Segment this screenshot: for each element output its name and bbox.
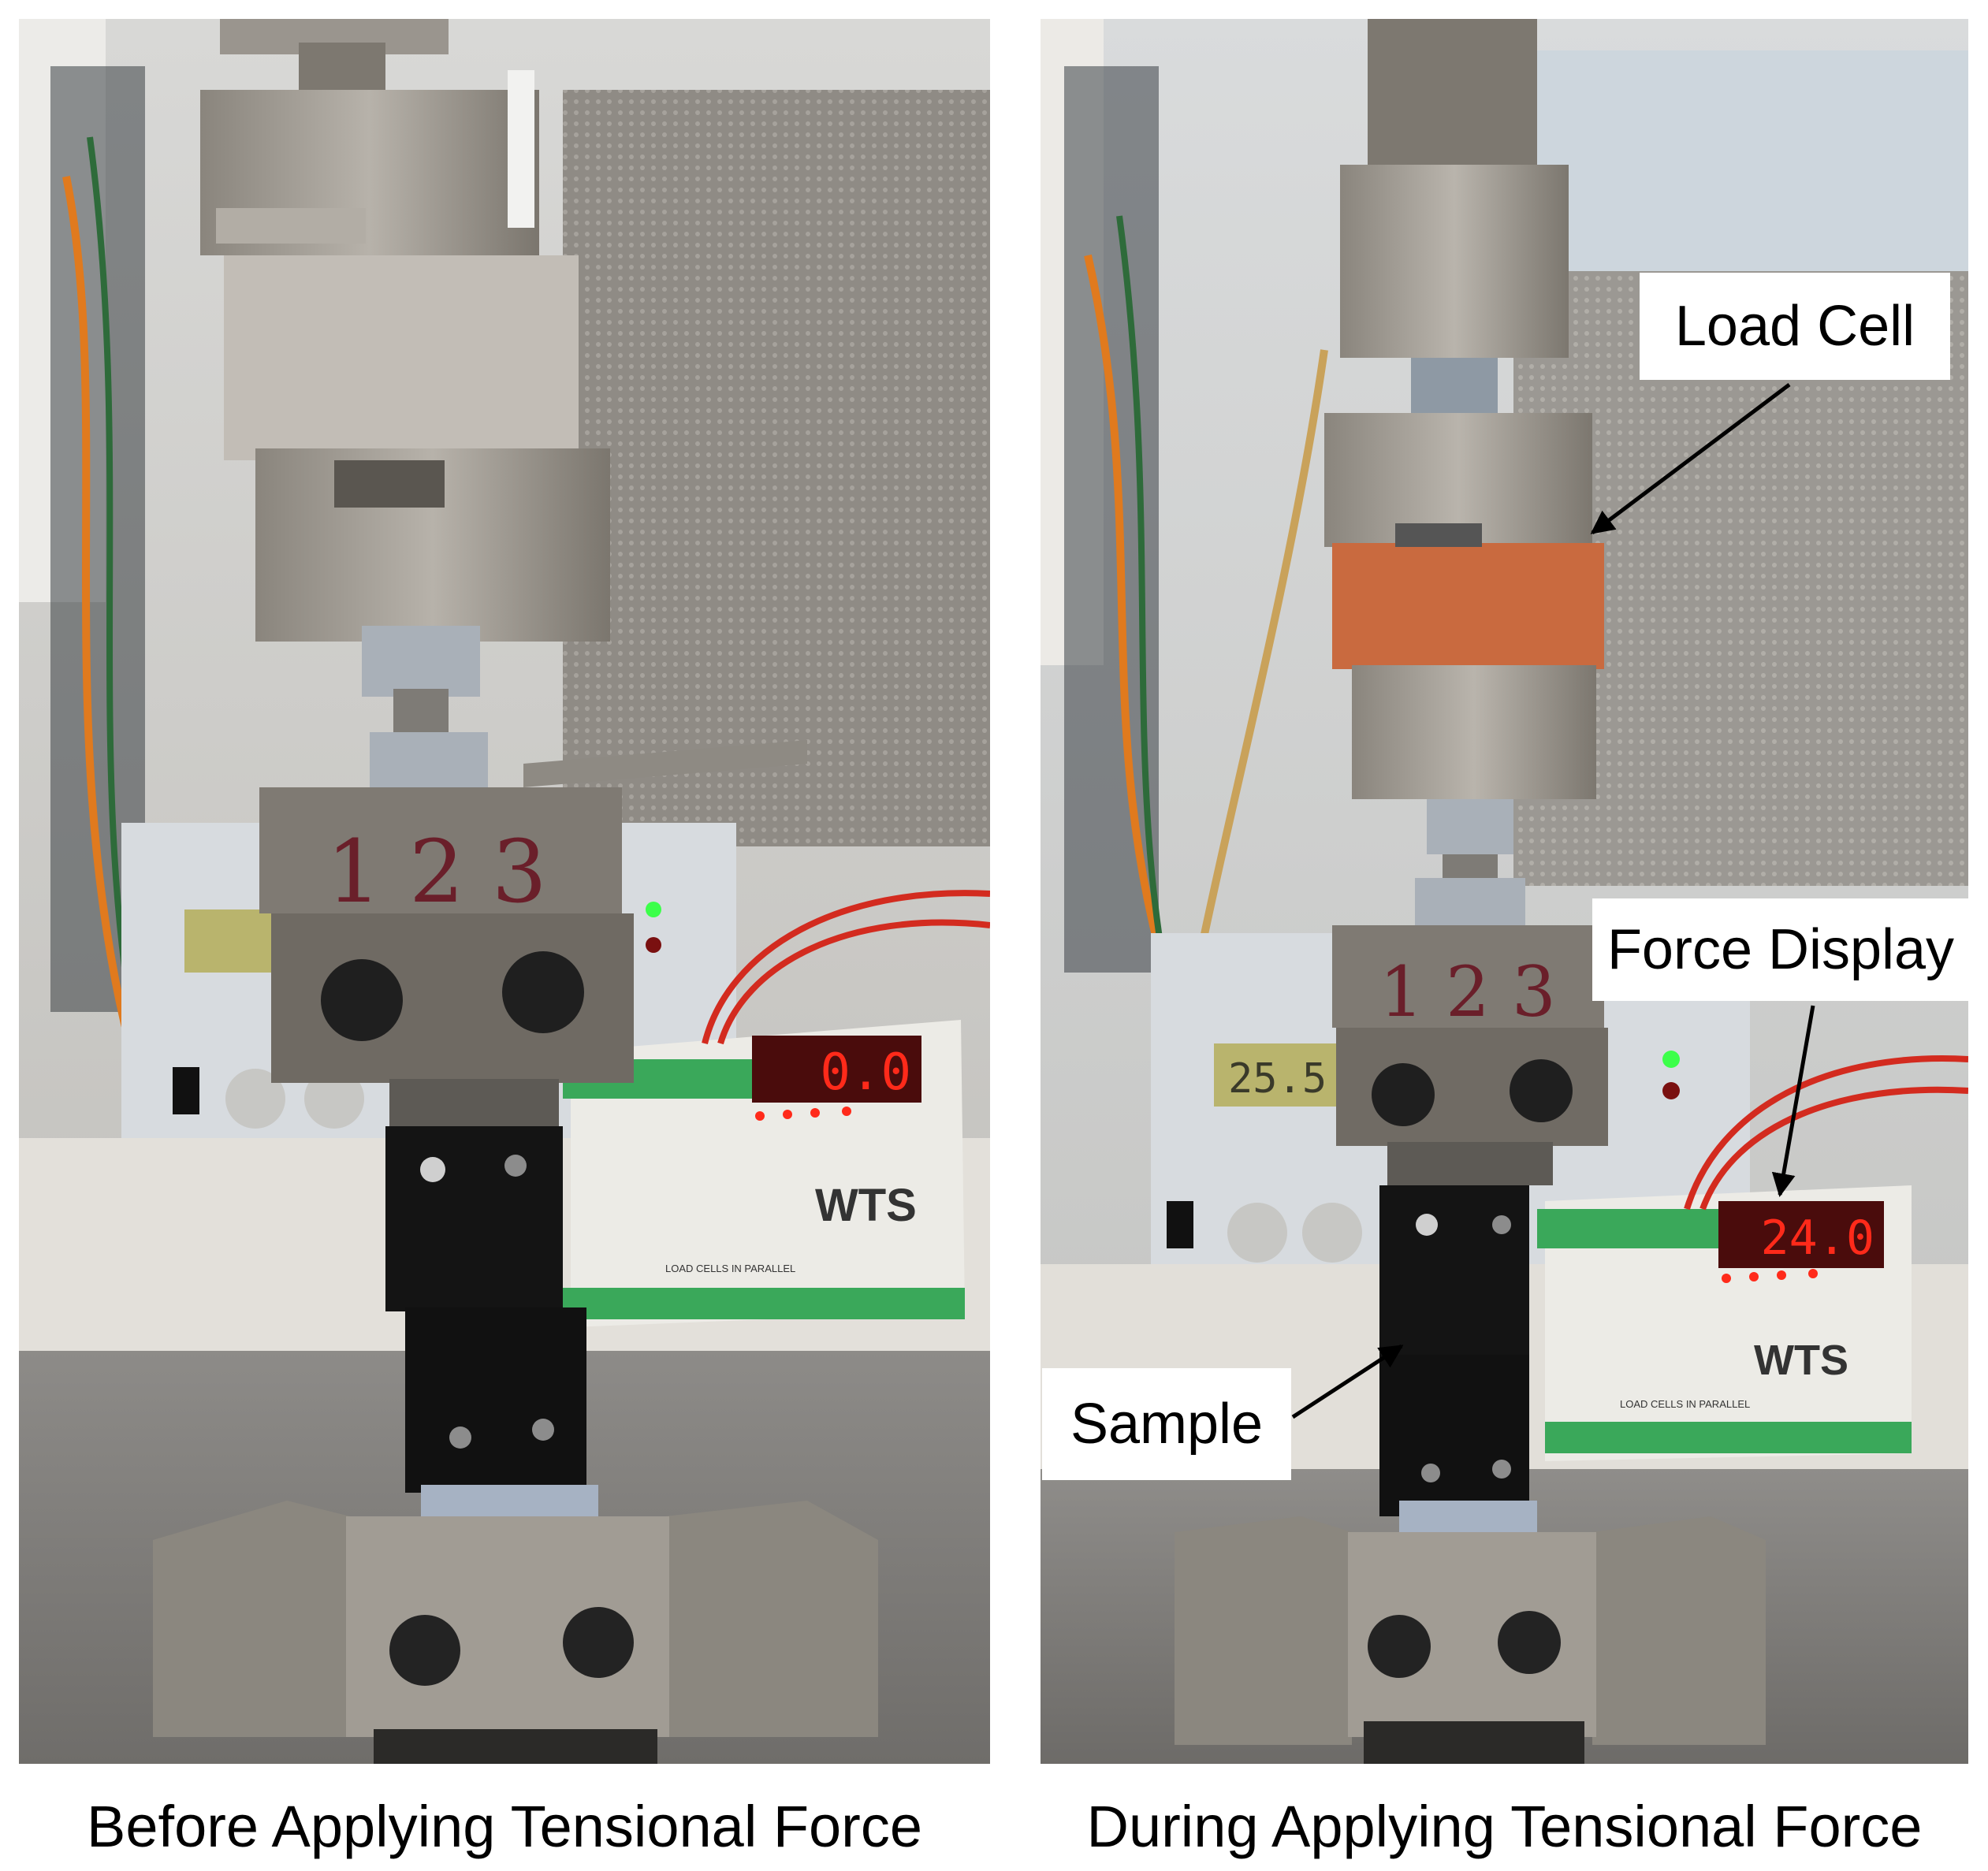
force-display-callout: Force Display [1592, 898, 1969, 1001]
power-supply-reading: 25.5 [1228, 1055, 1327, 1103]
caption-before: Before Applying Tensional Force [87, 1793, 922, 1859]
bottom-fixture-left [153, 1501, 878, 1764]
load-cell-right [1324, 413, 1604, 799]
crosshead-right [1340, 19, 1569, 413]
sample-callout: Sample [1042, 1368, 1291, 1480]
upper-clamp-left: 1 2 3 [259, 787, 634, 1083]
load-cell-left [200, 70, 610, 642]
photo-before-tension-drawing: 0.0 WTS LOAD CELLS IN PARALLEL [19, 19, 990, 1764]
sample-left [385, 1079, 598, 1540]
force-display-right: 24.0 WTS LOAD CELLS IN PARALLEL [1537, 1185, 1912, 1461]
photo-before-tension: 0.0 WTS LOAD CELLS IN PARALLEL [19, 19, 990, 1764]
terminal-label-left: LOAD CELLS IN PARALLEL [665, 1263, 795, 1274]
caption-during: During Applying Tensional Force [1086, 1793, 1923, 1859]
bottom-fixture-right [1175, 1516, 1766, 1764]
display-reading-left: 0.0 [820, 1043, 911, 1102]
display-reading-right: 24.0 [1761, 1211, 1875, 1266]
load-cell-callout: Load Cell [1640, 273, 1950, 380]
wts-brand-right: WTS [1754, 1337, 1848, 1384]
sample-right [1379, 1142, 1553, 1548]
clamp-marks-right: 1 2 3 [1379, 951, 1556, 1032]
clamp-marks-left: 1 2 3 [326, 821, 547, 922]
upper-clamp-right: 1 2 3 [1332, 925, 1608, 1146]
terminal-label-right: LOAD CELLS IN PARALLEL [1620, 1398, 1750, 1410]
wts-brand-left: WTS [815, 1180, 917, 1231]
force-display-left: 0.0 WTS LOAD CELLS IN PARALLEL [563, 1020, 965, 1327]
